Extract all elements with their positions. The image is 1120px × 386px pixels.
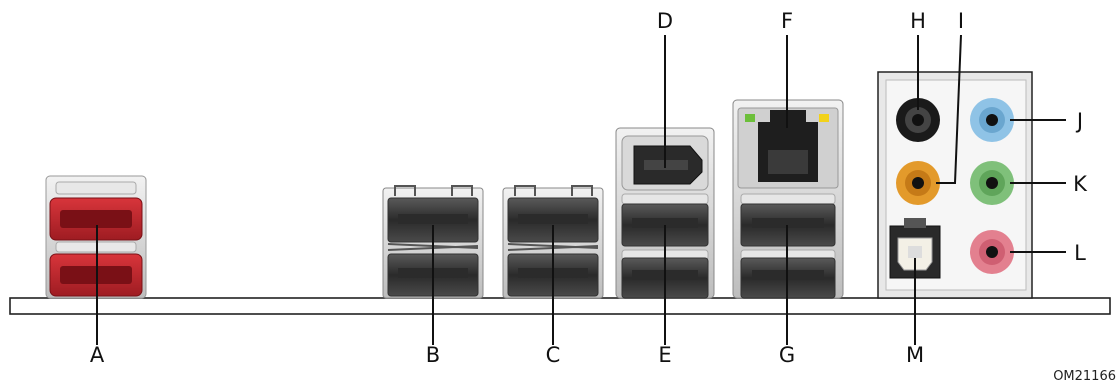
label-k: K [1073, 172, 1088, 196]
optical-spdif-port [889, 218, 941, 279]
label-m: M [906, 343, 924, 367]
label-a: A [90, 343, 105, 367]
audio-jack-i [896, 161, 940, 205]
label-b: B [426, 343, 440, 367]
label-j: J [1075, 109, 1083, 133]
audio-jack-l [970, 230, 1014, 274]
label-c: C [546, 343, 561, 367]
label-i: I [958, 9, 964, 33]
label-l: L [1074, 241, 1086, 265]
figure-code: OM21166 [1053, 369, 1116, 384]
leader-lines [96, 34, 1066, 345]
label-d: D [657, 9, 673, 33]
lan-led-yellow [819, 114, 829, 122]
leader-line-i [936, 34, 962, 184]
audio-jack-h [896, 98, 940, 142]
audio-jack-k [970, 161, 1014, 205]
label-e: E [658, 343, 671, 367]
label-g: G [779, 343, 795, 367]
audio-jack-j [970, 98, 1014, 142]
label-f: F [781, 9, 793, 33]
label-h: H [910, 9, 926, 33]
back-panel-plate [9, 297, 1111, 315]
lan-led-green [745, 114, 755, 122]
callout-labels: A B C D E F G H I J K L M OM21166 [90, 9, 1116, 384]
